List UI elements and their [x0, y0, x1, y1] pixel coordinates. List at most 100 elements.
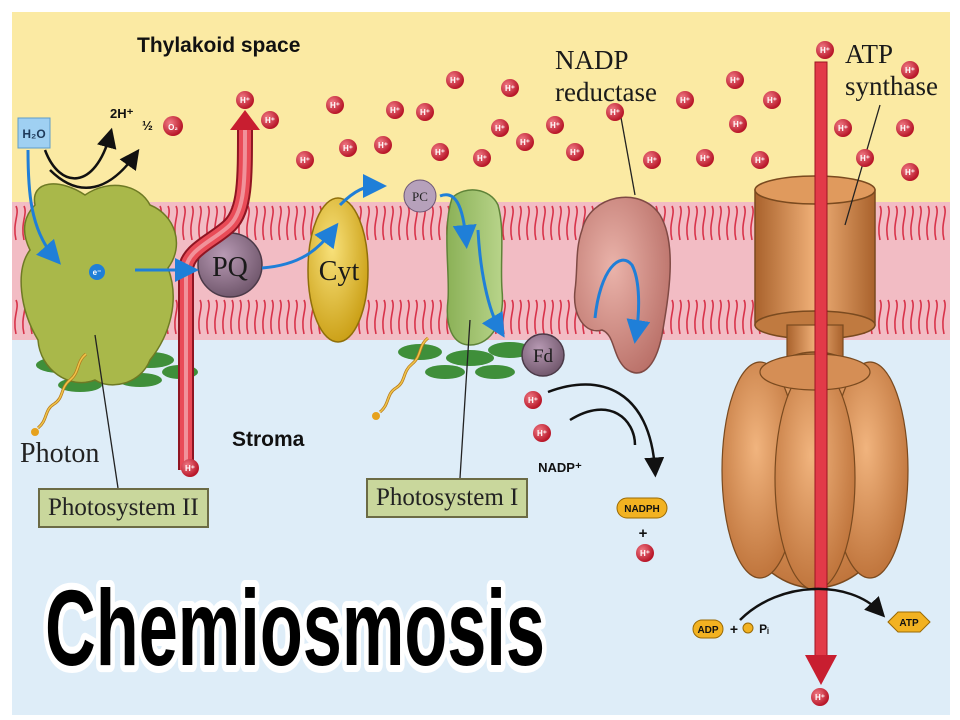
proton-ion: H⁺ — [751, 151, 769, 169]
lipid-tail — [878, 205, 882, 241]
lipid-tail — [302, 299, 306, 335]
lipid-tail — [734, 205, 738, 241]
proton-ion: H⁺ — [566, 143, 584, 161]
lipid-tail — [710, 205, 714, 241]
proton-ion: H⁺ — [546, 116, 564, 134]
proton-ion: H⁺ — [516, 133, 534, 151]
svg-text:H⁺: H⁺ — [640, 549, 650, 558]
lipid-tail — [190, 205, 194, 241]
proton-ion: H⁺ — [181, 459, 199, 477]
lipid-tail — [14, 205, 18, 241]
atp-synthase-label: ATP synthase — [845, 38, 938, 102]
lipid-tail — [510, 299, 514, 335]
lipid-tail — [286, 299, 290, 335]
lipid-tail — [390, 299, 394, 335]
svg-text:H⁺: H⁺ — [300, 156, 310, 165]
lipid-tail — [198, 299, 202, 335]
lipid-tail — [678, 205, 682, 241]
lipid-tail — [542, 205, 546, 241]
proton-ion: H⁺ — [473, 149, 491, 167]
lipid-tail — [942, 299, 946, 335]
lipid-tail — [878, 299, 882, 335]
lipid-tail — [926, 205, 930, 241]
lipid-tail — [398, 205, 402, 241]
lipid-tail — [270, 299, 274, 335]
photon-label: Photon — [20, 438, 100, 469]
adp-label: ADP — [697, 625, 718, 636]
lipid-tail — [894, 205, 898, 241]
lipid-tail — [430, 299, 434, 335]
proton-ion: H⁺ — [236, 91, 254, 109]
cyt-label: Cyt — [319, 256, 360, 287]
fd-label: Fd — [533, 346, 554, 367]
lipid-tail — [246, 299, 250, 335]
lipid-tail — [382, 299, 386, 335]
lipid-tail — [926, 299, 930, 335]
lipid-tail — [742, 299, 746, 335]
h2o-label: H₂O — [22, 127, 45, 141]
lipid-tail — [902, 299, 906, 335]
lipid-tail — [502, 205, 506, 241]
photon-source-dot — [372, 412, 380, 420]
svg-text:H⁺: H⁺ — [700, 154, 710, 163]
proton-ion: H⁺ — [416, 103, 434, 121]
title-graphic: Chemiosmosis — [38, 560, 552, 695]
lipid-tail — [406, 205, 410, 241]
nadp-reductase-line-2: reductase — [555, 77, 657, 107]
lipid-tail — [742, 205, 746, 241]
proton-ion: H⁺ — [491, 119, 509, 137]
svg-text:H⁺: H⁺ — [838, 124, 848, 133]
proton-ion: H⁺ — [834, 119, 852, 137]
lipid-tail — [886, 299, 890, 335]
lipid-tail — [294, 205, 298, 241]
electron-circle — [89, 264, 105, 280]
proton-ion: H⁺ — [446, 71, 464, 89]
lipid-tail — [438, 299, 442, 335]
lipid-tail — [734, 299, 738, 335]
svg-text:H⁺: H⁺ — [820, 46, 830, 55]
proton-ion: H⁺ — [696, 149, 714, 167]
svg-text:H⁺: H⁺ — [570, 148, 580, 157]
lipid-tail — [278, 205, 282, 241]
lipid-tail — [558, 205, 562, 241]
photosystem-i-label: Photosystem I — [366, 478, 529, 518]
lipid-tail — [574, 205, 578, 241]
proton-ion: H⁺ — [374, 136, 392, 154]
lipid-tail — [430, 205, 434, 241]
lipid-tail — [694, 205, 698, 241]
lipid-tail — [278, 299, 282, 335]
lipid-tail — [518, 299, 522, 335]
proton-ion: H⁺ — [606, 103, 624, 121]
lipid-tail — [686, 205, 690, 241]
lipid-tail — [910, 299, 914, 335]
svg-text:H⁺: H⁺ — [390, 106, 400, 115]
lipid-tail — [558, 299, 562, 335]
svg-text:H⁺: H⁺ — [730, 76, 740, 85]
svg-text:H⁺: H⁺ — [185, 464, 195, 473]
lipid-tail — [702, 205, 706, 241]
lipid-tail — [270, 205, 274, 241]
lipid-tail — [246, 205, 250, 241]
lipid-tail — [374, 205, 378, 241]
pq-label: PQ — [212, 252, 248, 283]
svg-text:H⁺: H⁺ — [680, 96, 690, 105]
proton-ion: H⁺ — [296, 151, 314, 169]
lipid-tail — [374, 299, 378, 335]
svg-text:H⁺: H⁺ — [755, 156, 765, 165]
nadph-label: NADPH — [624, 504, 660, 515]
lipid-tail — [894, 299, 898, 335]
photon-wave-highlights — [37, 337, 429, 429]
svg-text:H⁺: H⁺ — [733, 120, 743, 129]
lipid-tail — [934, 299, 938, 335]
lipid-tail — [750, 299, 754, 335]
svg-text:H⁺: H⁺ — [378, 141, 388, 150]
svg-text:H⁺: H⁺ — [537, 429, 547, 438]
lipid-tail — [382, 205, 386, 241]
svg-text:H⁺: H⁺ — [815, 693, 825, 702]
lipid-tail — [726, 205, 730, 241]
nadp-reductase-label: NADP reductase — [555, 44, 657, 108]
lipid-tail — [686, 299, 690, 335]
svg-text:H⁺: H⁺ — [505, 84, 515, 93]
